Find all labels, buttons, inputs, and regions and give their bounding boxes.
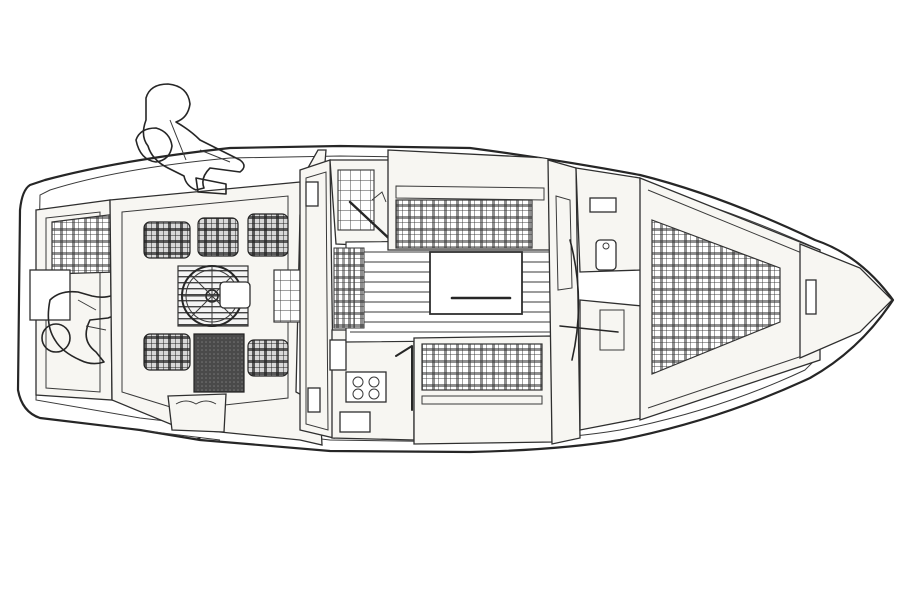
head-compartment [559, 167, 643, 431]
cockpit-seat-cushions [143, 213, 289, 377]
v-berth [639, 177, 821, 421]
companionway-bulkhead [299, 159, 335, 439]
aft-cushion [51, 213, 117, 275]
hull-outline-icon [16, 144, 895, 454]
cockpit-sole [193, 333, 245, 393]
starboard-settee [387, 149, 553, 251]
main-bulkhead [547, 159, 581, 445]
saloon-table [429, 251, 523, 315]
person-figure-icon [135, 83, 245, 195]
galley-counter [329, 159, 412, 260]
forepeak [799, 243, 893, 359]
port-settee [413, 335, 553, 445]
person-figure-icon [29, 269, 133, 365]
stove-icon [345, 371, 387, 403]
galley-lower [329, 329, 415, 441]
steering-wheel-icon [177, 265, 251, 327]
